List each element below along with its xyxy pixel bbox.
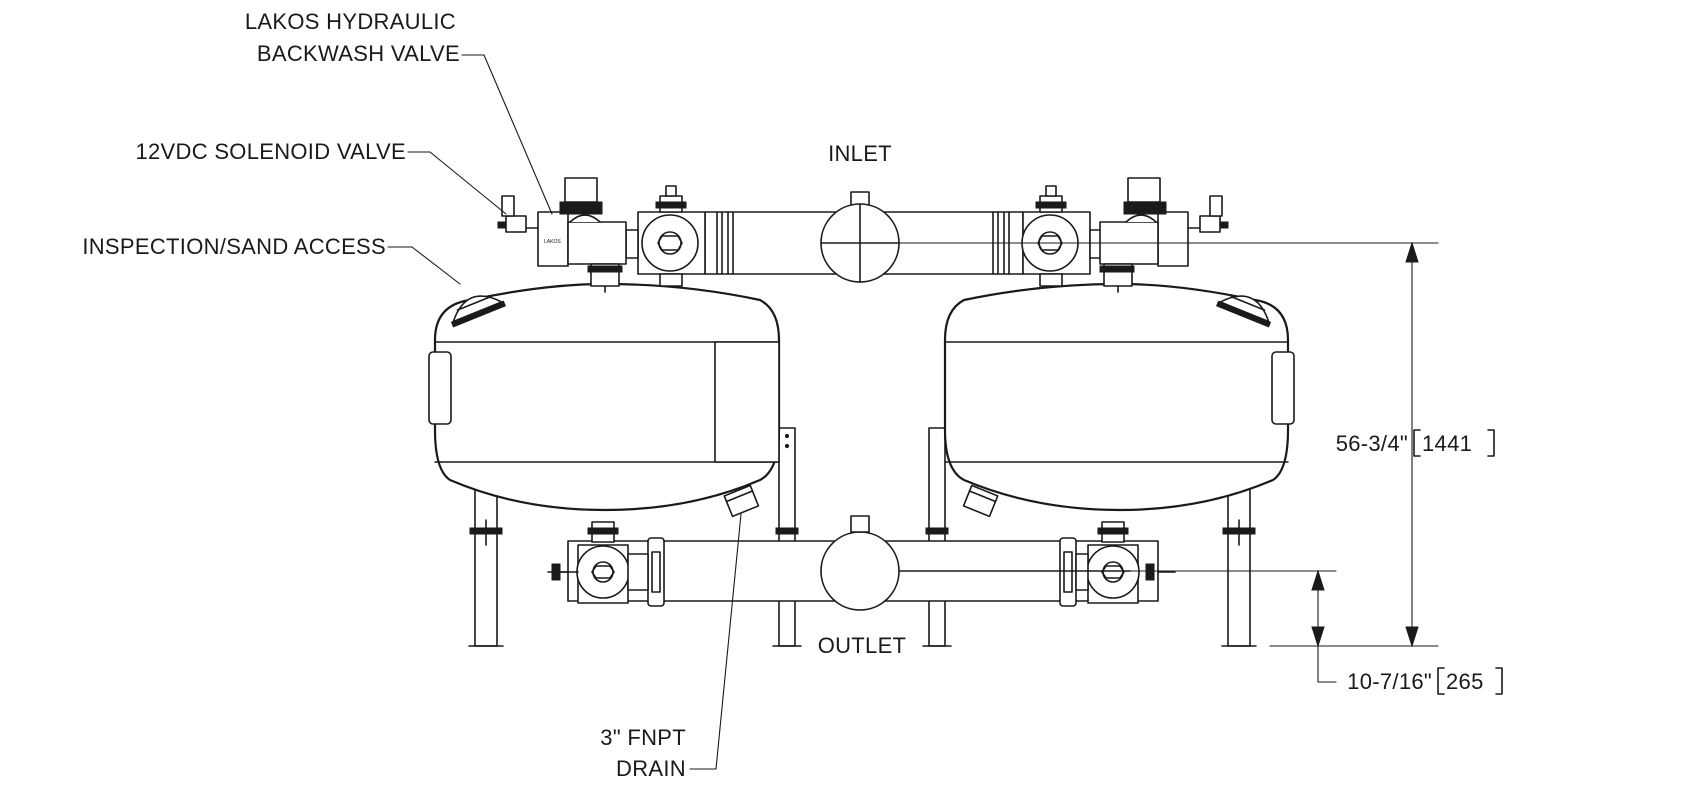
label-outlet: OUTLET <box>818 633 907 658</box>
outlet-manifold <box>547 515 1176 611</box>
label-hydraulic-valve-line1: LAKOS HYDRAULIC <box>245 9 456 34</box>
dim-height-imperial: 56-3/4" <box>1336 431 1408 456</box>
left-hydraulic-backwash-valve: LAKOS <box>497 177 627 293</box>
inlet-manifold <box>625 185 1103 287</box>
drain-fitting <box>723 484 760 518</box>
label-hydraulic-valve-line2: BACKWASH VALVE <box>257 41 460 66</box>
label-inlet: INLET <box>828 141 892 166</box>
label-drain-line1: 3" FNPT <box>600 725 686 750</box>
leader-lines <box>387 54 742 770</box>
callouts: LAKOS HYDRAULIC BACKWASH VALVE 12VDC SOL… <box>82 9 1503 781</box>
dim-outlet-metric: 265 <box>1446 669 1484 694</box>
right-hydraulic-backwash-valve <box>1099 177 1229 293</box>
label-solenoid-valve: 12VDC SOLENOID VALVE <box>135 139 406 164</box>
label-inspection-access: INSPECTION/SAND ACCESS <box>82 234 386 259</box>
left-sand-tank <box>428 282 781 518</box>
outlet-tee <box>820 531 900 611</box>
dimension-lines <box>898 241 1439 683</box>
valve-brand-mark: LAKOS <box>544 239 561 245</box>
inspection-hatch-left <box>450 295 506 328</box>
center-stand-left <box>778 427 796 647</box>
leg-clamp <box>469 519 1256 546</box>
side-sight-port <box>428 351 452 425</box>
dim-outlet-imperial: 10-7/16" <box>1347 669 1432 694</box>
center-stand-right <box>928 427 946 647</box>
inspection-hatch-right <box>1216 295 1272 328</box>
dim-height-metric: 1441 <box>1422 431 1472 456</box>
label-drain-line2: DRAIN <box>616 756 686 781</box>
right-sand-tank <box>943 282 1295 518</box>
